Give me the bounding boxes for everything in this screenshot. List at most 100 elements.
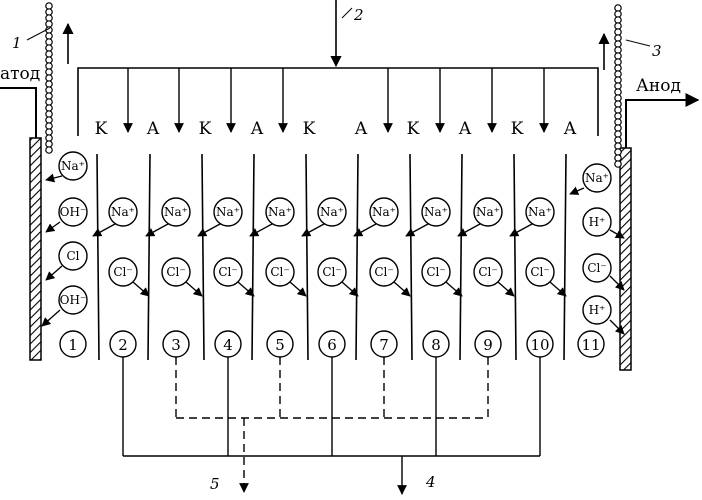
ion-cl-label: Cl⁻	[530, 265, 549, 279]
membrane-type-label: K	[199, 119, 212, 139]
cathode-plate	[29, 137, 42, 361]
ion-arrow	[457, 223, 481, 237]
cathode-lead	[0, 87, 37, 138]
cell-number-circle	[59, 330, 87, 358]
ion-oh-label: OH⁻	[60, 205, 87, 219]
ion-cl-label: Cl⁻	[218, 265, 237, 279]
ion-arrow	[132, 281, 150, 297]
membrane	[96, 153, 100, 361]
ion-na-label: Na⁺	[216, 205, 240, 219]
membrane	[409, 153, 413, 361]
ion-na-circle	[473, 197, 503, 227]
ion-na-circle	[58, 151, 88, 181]
ion-na-label: Na⁺	[476, 205, 500, 219]
ion-cl-label: Cl⁻	[478, 265, 497, 279]
ion-cl-circle	[525, 257, 555, 287]
feed-manifold	[77, 67, 599, 136]
ions: Na⁺OH⁻ClOH⁻Na⁺Cl⁻Na⁺Cl⁻Na⁺Cl⁻Na⁺Cl⁻Na⁺Cl…	[58, 151, 612, 325]
membrane	[201, 153, 205, 361]
cell-number: 5	[275, 336, 285, 354]
anode-label: Анод	[636, 76, 681, 96]
cathode-label: атод	[0, 64, 40, 84]
ion-cl-label: Cl⁻	[322, 265, 341, 279]
ion-arrow	[569, 186, 585, 195]
ion-cl-label: Cl⁻	[587, 261, 606, 275]
cell-number: 4	[223, 336, 233, 354]
membrane	[563, 153, 567, 361]
ion-arrow	[301, 223, 325, 237]
membrane	[251, 153, 255, 361]
ion-cl-circle	[58, 241, 88, 271]
ion-oh-circle	[58, 285, 88, 315]
feed-distribution-arrows	[123, 68, 549, 133]
ion-h-label: H⁺	[589, 215, 606, 229]
ion-cl-label: Cl⁻	[113, 265, 132, 279]
ion-na-label: Na⁺	[61, 159, 85, 173]
membrane-type-label: K	[511, 119, 524, 139]
ion-na-circle	[265, 197, 295, 227]
ion-arrow	[445, 281, 463, 297]
ion-cl-label: Cl⁻	[270, 265, 289, 279]
ion-cl-circle	[317, 257, 347, 287]
ion-h-circle	[582, 295, 612, 325]
ion-h-circle	[582, 207, 612, 237]
number-label-1: 1	[12, 34, 22, 52]
ion-arrow	[609, 229, 625, 239]
ion-na-label: Na⁺	[268, 205, 292, 219]
cell-number: 3	[171, 336, 181, 354]
ion-arrow	[353, 223, 377, 237]
ion-arrow	[45, 173, 63, 183]
ion-na-circle	[421, 197, 451, 227]
ion-arrow	[393, 281, 411, 297]
ion-arrow	[249, 223, 273, 237]
membranes	[96, 153, 567, 361]
ion-cl-label: Cl⁻	[374, 265, 393, 279]
ion-arrow	[197, 223, 221, 237]
ion-arrow	[549, 281, 567, 297]
ion-na-label: Na⁺	[372, 205, 396, 219]
membrane-type-label: A	[354, 119, 368, 139]
cell-number-circle	[577, 330, 605, 358]
ion-arrow	[237, 281, 255, 297]
ion-na-circle	[161, 197, 191, 227]
membrane	[459, 153, 463, 361]
ion-na-circle	[369, 197, 399, 227]
ion-na-circle	[108, 197, 138, 227]
membrane-type-label: K	[303, 119, 316, 139]
ion-arrow	[509, 223, 533, 237]
ion-arrow	[145, 223, 169, 237]
cell-number: 1	[68, 336, 78, 354]
leader-2	[341, 7, 353, 19]
membrane	[355, 153, 359, 361]
cathode-chain-bead	[45, 146, 53, 154]
ion-h-label: H⁺	[589, 303, 606, 317]
anode-chain-bead	[614, 160, 622, 168]
ion-cl-label: Cl	[66, 249, 79, 263]
outlet-collectors	[122, 357, 541, 495]
anode-lead	[625, 93, 700, 148]
cell-number: 10	[530, 336, 549, 354]
cell-number: 9	[483, 336, 493, 354]
ion-na-circle	[317, 197, 347, 227]
ion-cl-circle	[421, 257, 451, 287]
membrane	[305, 153, 309, 361]
membrane	[147, 153, 151, 361]
ion-arrow	[609, 275, 625, 291]
ion-arrow	[185, 281, 203, 297]
ion-cl-circle	[369, 257, 399, 287]
membrane	[513, 153, 517, 361]
number-label-4: 4	[425, 473, 436, 491]
ion-cl-circle	[213, 257, 243, 287]
ion-na-label: Na⁺	[424, 205, 448, 219]
membrane-type-label: A	[563, 119, 577, 139]
cell-number: 11	[581, 336, 600, 354]
number-label-5: 5	[210, 475, 220, 493]
ion-oh-circle	[58, 197, 88, 227]
ion-cl-circle	[582, 253, 612, 283]
ion-arrow	[289, 281, 307, 297]
gas-chain-cathode	[45, 2, 53, 154]
ion-cl-circle	[473, 257, 503, 287]
ion-arrow	[92, 223, 116, 237]
cell-number: 6	[327, 336, 337, 354]
